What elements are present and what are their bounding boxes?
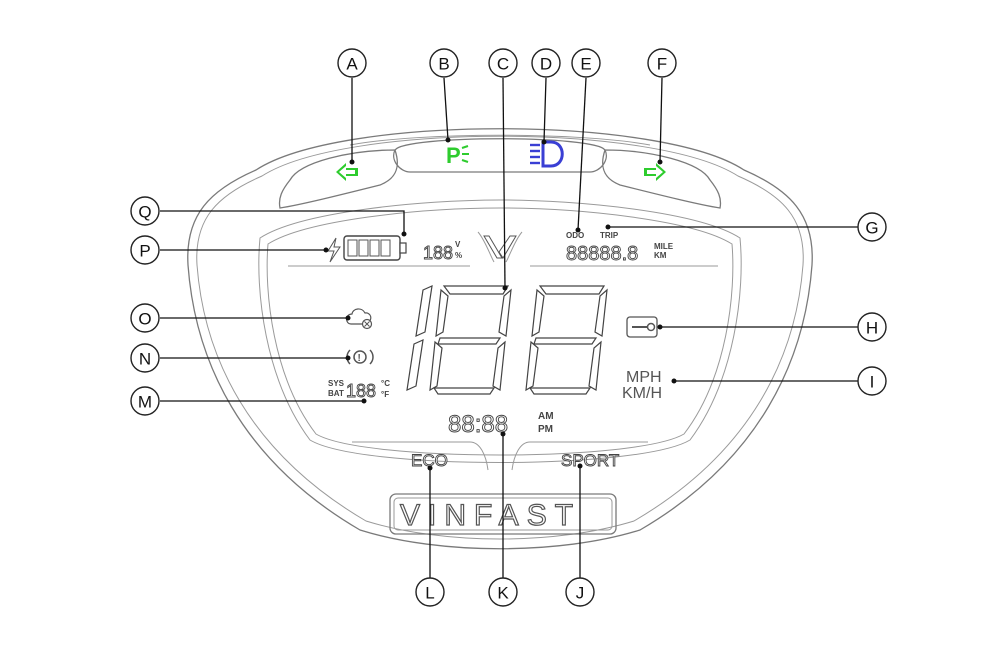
- brand-name: VINFAST: [400, 499, 581, 532]
- callout-q: Q: [130, 196, 160, 226]
- callout-l-label: L: [425, 584, 434, 603]
- battery-icon: [343, 235, 407, 261]
- callout-g-label: G: [865, 219, 878, 238]
- charging-bolt-icon: [327, 237, 341, 263]
- speed-digits: [406, 285, 608, 395]
- callout-g: G: [857, 212, 887, 242]
- temp-label-bat: BAT: [328, 389, 344, 398]
- clock-pm: PM: [538, 424, 553, 435]
- battery-unit-volt: V: [455, 240, 461, 249]
- temp-unit-fahrenheit: °F: [381, 390, 389, 399]
- distance-unit-mile: MILE: [654, 242, 674, 251]
- callout-c: C: [488, 48, 518, 78]
- callout-e: E: [571, 48, 601, 78]
- svg-text:!: !: [358, 353, 361, 364]
- mode-eco: ECO: [411, 451, 448, 470]
- callout-q-label: Q: [138, 203, 151, 222]
- temp-unit-celsius: °C: [381, 379, 390, 388]
- left-turn-arrow-icon: [336, 163, 358, 181]
- battery-unit-percent: %: [455, 251, 462, 260]
- temp-digits: 188: [346, 381, 376, 401]
- callout-p-label: P: [139, 242, 150, 261]
- callout-i-label: I: [870, 373, 875, 392]
- clock-am: AM: [538, 411, 554, 422]
- callout-d: D: [531, 48, 561, 78]
- callout-e-label: E: [580, 55, 591, 74]
- svg-text:P: P: [446, 143, 461, 168]
- callout-h: H: [857, 312, 887, 342]
- callout-m: M: [130, 386, 160, 416]
- callout-o-label: O: [138, 310, 151, 329]
- callout-l: L: [415, 577, 445, 607]
- speed-unit-mph: MPH: [626, 369, 662, 386]
- callout-f-label: F: [657, 55, 667, 74]
- callout-n-label: N: [139, 350, 151, 369]
- callout-m-label: M: [138, 393, 152, 412]
- callout-j: J: [565, 577, 595, 607]
- callout-o: O: [130, 303, 160, 333]
- odometer-digits: 88888.8: [566, 243, 638, 265]
- callout-i: I: [857, 366, 887, 396]
- callout-k-label: K: [497, 584, 509, 603]
- trip-label: TRIP: [600, 231, 619, 240]
- callout-n: N: [130, 343, 160, 373]
- callout-h-label: H: [866, 319, 878, 338]
- callout-j-label: J: [576, 584, 585, 603]
- wrench-icon: [626, 316, 658, 338]
- callout-a: A: [337, 48, 367, 78]
- callout-b: B: [429, 48, 459, 78]
- brake-warning-icon: !: [346, 349, 374, 365]
- speed-unit-kmh: KM/H: [622, 385, 662, 402]
- clock-digits: 88:88: [448, 411, 508, 438]
- dashboard-housing: [187, 128, 813, 550]
- mode-sport: SPORT: [561, 451, 619, 470]
- callout-d-label: D: [540, 55, 552, 74]
- callout-a-label: A: [346, 55, 358, 74]
- high-beam-icon: [530, 140, 564, 168]
- parking-light-icon: P: [446, 143, 469, 168]
- callout-c-label: C: [497, 55, 509, 74]
- battery-level-digits: 188: [423, 243, 453, 263]
- leader-lines: [160, 77, 858, 578]
- odo-label: ODO: [566, 231, 584, 240]
- distance-unit-km: KM: [654, 251, 667, 260]
- callout-f: F: [647, 48, 677, 78]
- temp-label-sys: SYS: [328, 379, 345, 388]
- callout-k: K: [488, 577, 518, 607]
- callout-p: P: [130, 235, 160, 265]
- brand-v-icon: [483, 235, 517, 259]
- callout-b-label: B: [438, 55, 449, 74]
- right-turn-arrow-icon: [644, 163, 666, 181]
